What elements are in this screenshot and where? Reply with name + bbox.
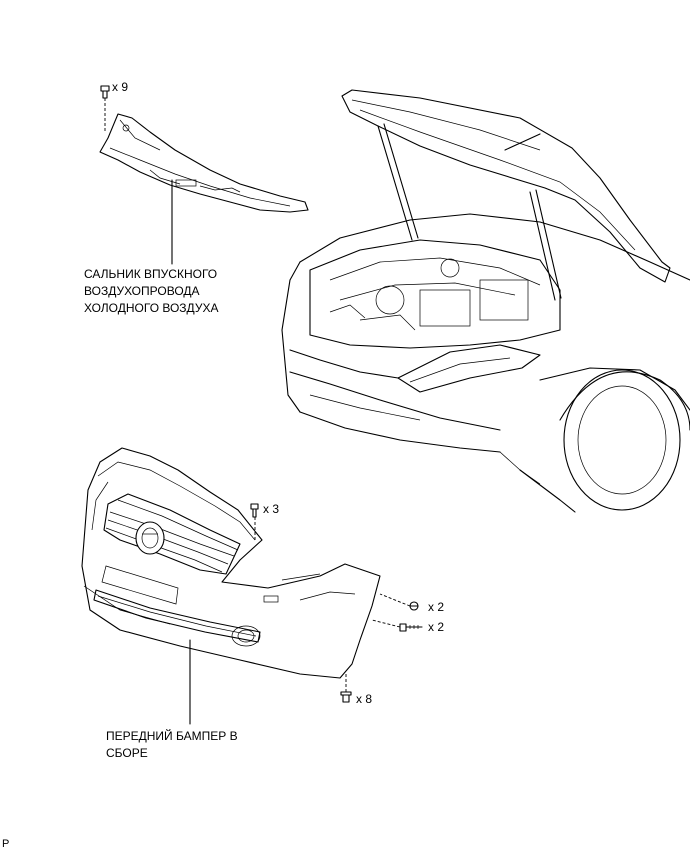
air-seal-label: САЛЬНИК ВПУСКНОГО ВОЗДУХОПРОВОДА ХОЛОДНО…	[84, 266, 218, 317]
screw-icon	[409, 601, 419, 611]
screw-icon	[340, 691, 352, 703]
air-seal-label-line-3: ХОЛОДНОГО ВОЗДУХА	[84, 301, 219, 315]
side-bolt-quantity: x 2	[428, 620, 445, 634]
bumper-label-line-2: СБОРЕ	[106, 746, 148, 760]
air-seal-label-line-1: САЛЬНИК ВПУСКНОГО	[84, 267, 218, 281]
bumper-label: ПЕРЕДНИЙ БАМПЕР В СБОРЕ	[106, 728, 238, 762]
front-bumper-part	[81, 447, 381, 679]
bottom-screw-quantity: x 8	[356, 692, 373, 706]
side-screw-quantity: x 2	[428, 600, 445, 614]
cool-air-intake-seal-part	[99, 113, 309, 213]
seal-clip-quantity: x 9	[112, 80, 129, 94]
grille-clip-quantity: x 3	[263, 502, 280, 516]
car-front-illustration	[281, 89, 690, 513]
bumper-label-line-1: ПЕРЕДНИЙ БАМПЕР В	[106, 729, 238, 743]
clip-icon	[100, 85, 110, 99]
air-seal-label-line-2: ВОЗДУХОПРОВОДА	[84, 284, 200, 298]
corner-mark: P	[2, 838, 10, 850]
clip-icon	[250, 503, 259, 518]
bolt-icon	[399, 623, 423, 632]
